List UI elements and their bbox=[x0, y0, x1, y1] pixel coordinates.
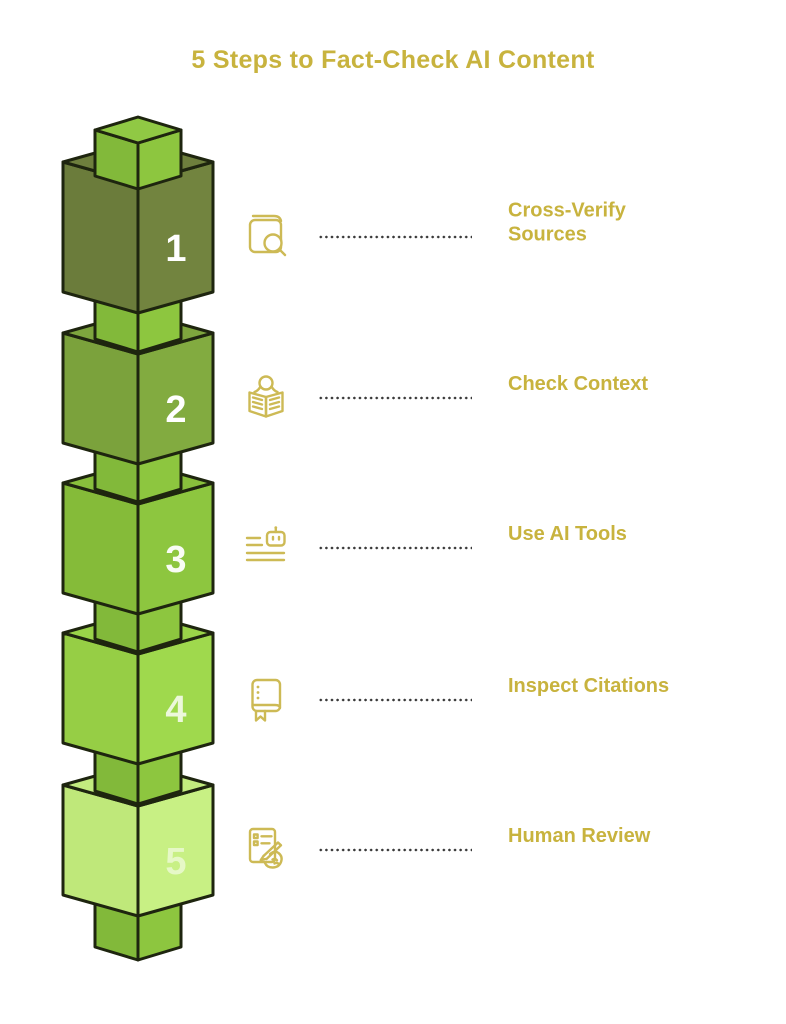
cube-number: 2 bbox=[165, 389, 186, 431]
person-reading-icon bbox=[238, 370, 294, 426]
ai-text-robot-icon bbox=[238, 524, 294, 572]
cube-tower-graphic: 1 2 3 4 5 bbox=[61, 115, 215, 962]
dotted-connector-line bbox=[318, 848, 472, 852]
dotted-connector-line bbox=[318, 396, 472, 400]
cube-number: 4 bbox=[165, 689, 186, 731]
page-title: 5 Steps to Fact-Check AI Content bbox=[191, 46, 595, 74]
cube-number: 3 bbox=[165, 539, 186, 581]
cube-number: 5 bbox=[165, 841, 186, 883]
step-row-2: Check Context bbox=[0, 363, 786, 433]
dotted-connector-line bbox=[318, 546, 472, 550]
dotted-connector-line bbox=[318, 698, 472, 702]
dotted-connector-line bbox=[318, 235, 472, 239]
step-row-5: Human Review bbox=[0, 815, 786, 885]
step-row-4: Inspect Citations bbox=[0, 665, 786, 735]
step-label: Use AI Tools bbox=[508, 522, 627, 545]
step-row-1: Cross-Verify Sources bbox=[0, 199, 786, 272]
book-search-icon bbox=[238, 206, 296, 268]
book-bookmark-icon bbox=[238, 672, 294, 728]
step-row-3: Use AI Tools bbox=[0, 513, 786, 583]
step-label: Inspect Citations bbox=[508, 674, 670, 697]
step-label: Cross-Verify Sources bbox=[508, 199, 626, 246]
step-label: Check Context bbox=[508, 372, 649, 395]
connector-cube-0-top-face bbox=[93, 115, 183, 145]
document-pen-hand-icon bbox=[238, 821, 298, 879]
cube-number: 1 bbox=[165, 228, 186, 270]
step-label: Human Review bbox=[508, 824, 651, 847]
